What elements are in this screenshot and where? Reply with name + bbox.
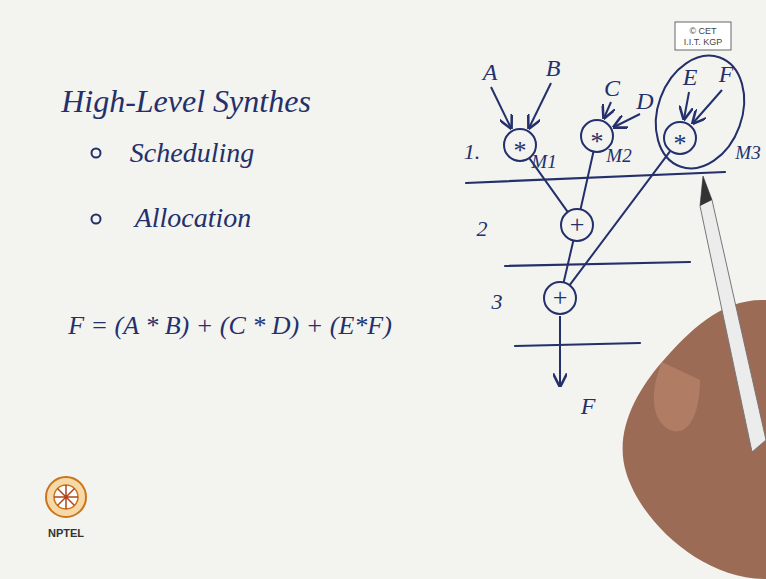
node-circle xyxy=(544,282,576,314)
operator-symbol: * xyxy=(663,131,697,157)
bullet xyxy=(92,149,101,158)
step-number: 2 xyxy=(477,218,488,240)
copyright-text: I.I.T. KGP xyxy=(684,38,723,47)
copyright-text: © CET xyxy=(689,27,716,36)
pen-tip xyxy=(700,176,712,206)
input-name: D xyxy=(636,89,653,113)
step-line xyxy=(515,343,640,346)
unit-name: M2 xyxy=(606,146,631,165)
operator-symbol: + xyxy=(543,285,577,311)
presenter-finger xyxy=(654,362,700,431)
bullet-text: Allocation xyxy=(135,204,252,232)
input-name: C xyxy=(604,76,620,100)
data-flow-line xyxy=(581,153,594,209)
nptel-logo xyxy=(54,485,78,509)
output-arrow xyxy=(559,316,561,386)
unit-name: M3 xyxy=(735,143,760,162)
unit-name: M1 xyxy=(531,152,556,171)
multiplier-op: *M2 xyxy=(580,119,614,153)
pen xyxy=(700,176,766,452)
nptel-logo xyxy=(54,485,78,509)
presenter-hand xyxy=(623,300,766,579)
step-line xyxy=(466,172,725,183)
data-flow-line xyxy=(564,242,573,282)
slide-title: High-Level Synthes xyxy=(61,85,311,117)
adder-op: + xyxy=(560,208,594,242)
input-name: A xyxy=(483,60,498,84)
step-number: 3 xyxy=(492,291,503,313)
multiplier-op: *M1 xyxy=(503,128,537,162)
node-circle xyxy=(561,209,593,241)
copyright-box xyxy=(675,22,731,50)
step-number: 1. xyxy=(464,141,481,163)
logo-text: NPTEL xyxy=(48,528,84,539)
input-arrow xyxy=(529,83,551,128)
bullet xyxy=(92,215,101,224)
operator-symbol: + xyxy=(560,212,594,238)
multiplier-op: *M3 xyxy=(663,121,697,155)
input-arrow xyxy=(604,102,611,118)
input-arrow xyxy=(693,90,722,123)
input-arrow xyxy=(491,87,511,128)
input-arrow xyxy=(684,92,689,119)
bullet-text: Scheduling xyxy=(130,139,254,167)
input-name: B xyxy=(546,56,561,80)
data-flow-line xyxy=(570,152,670,285)
adder-op: + xyxy=(543,281,577,315)
output-name: F xyxy=(581,394,596,418)
nptel-logo xyxy=(46,477,86,517)
input-name: F xyxy=(719,62,734,86)
input-name: E xyxy=(683,65,698,89)
step-line xyxy=(505,262,690,266)
equation: F = (A * B) + (C * D) + (E*F) xyxy=(68,313,392,339)
input-arrow xyxy=(614,114,640,127)
